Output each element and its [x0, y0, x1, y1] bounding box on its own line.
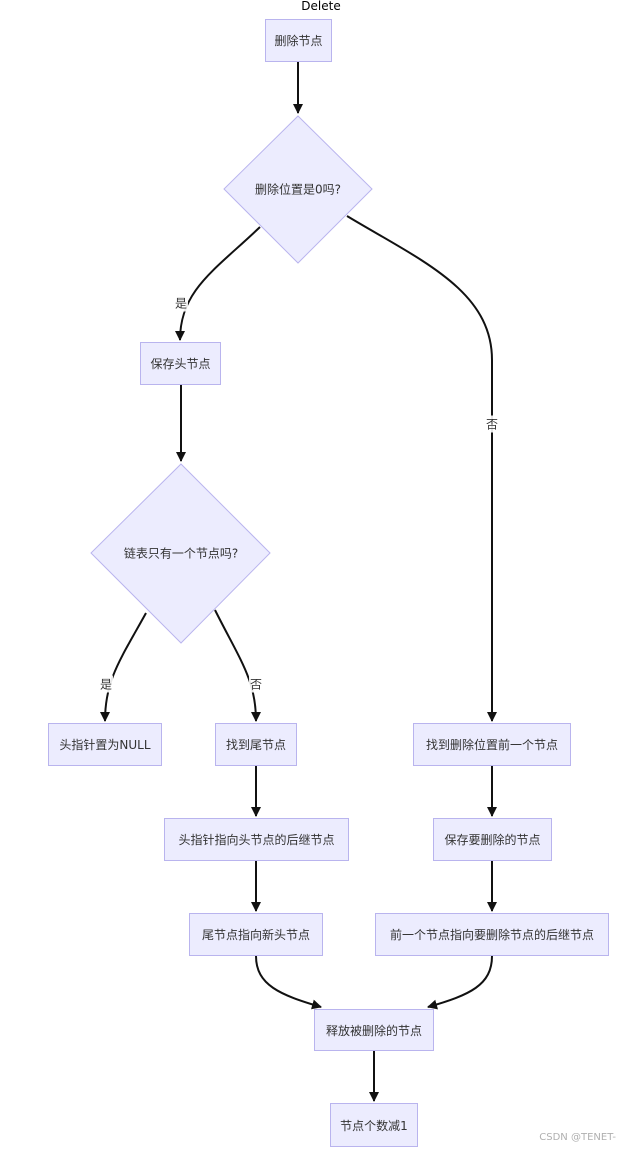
node-save-target: 保存要删除的节点	[433, 818, 552, 861]
decision-is-pos-zero-label: 删除位置是0吗?	[254, 182, 342, 197]
edge-tail-new-head-to-free	[255, 955, 322, 1010]
node-count-dec: 节点个数减1	[330, 1103, 418, 1147]
edge-label-no-1: 否	[484, 415, 500, 433]
edge-decision-no-to-find-prev	[346, 215, 497, 722]
node-save-head: 保存头节点	[140, 342, 221, 385]
edge-prev-next-to-free	[427, 955, 493, 1010]
edge-decision-yes-to-save-head	[175, 226, 261, 341]
decision-only-one-label: 链表只有一个节点吗?	[123, 546, 239, 561]
node-prev-to-next: 前一个节点指向要删除节点的后继节点	[375, 913, 609, 956]
node-head-to-next: 头指针指向头节点的后继节点	[164, 818, 349, 861]
node-find-tail: 找到尾节点	[215, 723, 297, 766]
edge-only-one-yes-to-null	[100, 612, 147, 722]
decision-only-one-shape	[90, 463, 271, 644]
decision-is-pos-zero-shape	[223, 115, 373, 264]
node-tail-to-new-head: 尾节点指向新头节点	[189, 913, 323, 956]
node-free: 释放被删除的节点	[314, 1009, 434, 1051]
watermark: CSDN @TENET-	[539, 1132, 616, 1143]
edge-label-yes-2: 是	[98, 675, 114, 693]
node-delete: 删除节点	[265, 19, 332, 62]
node-head-null: 头指针置为NULL	[48, 723, 162, 766]
diagram-title: Delete	[301, 0, 341, 13]
edge-label-yes-1: 是	[173, 294, 189, 312]
node-find-prev: 找到删除位置前一个节点	[413, 723, 571, 766]
edge-label-no-2: 否	[248, 675, 264, 693]
edge-only-one-no-to-find-tail	[214, 609, 261, 722]
